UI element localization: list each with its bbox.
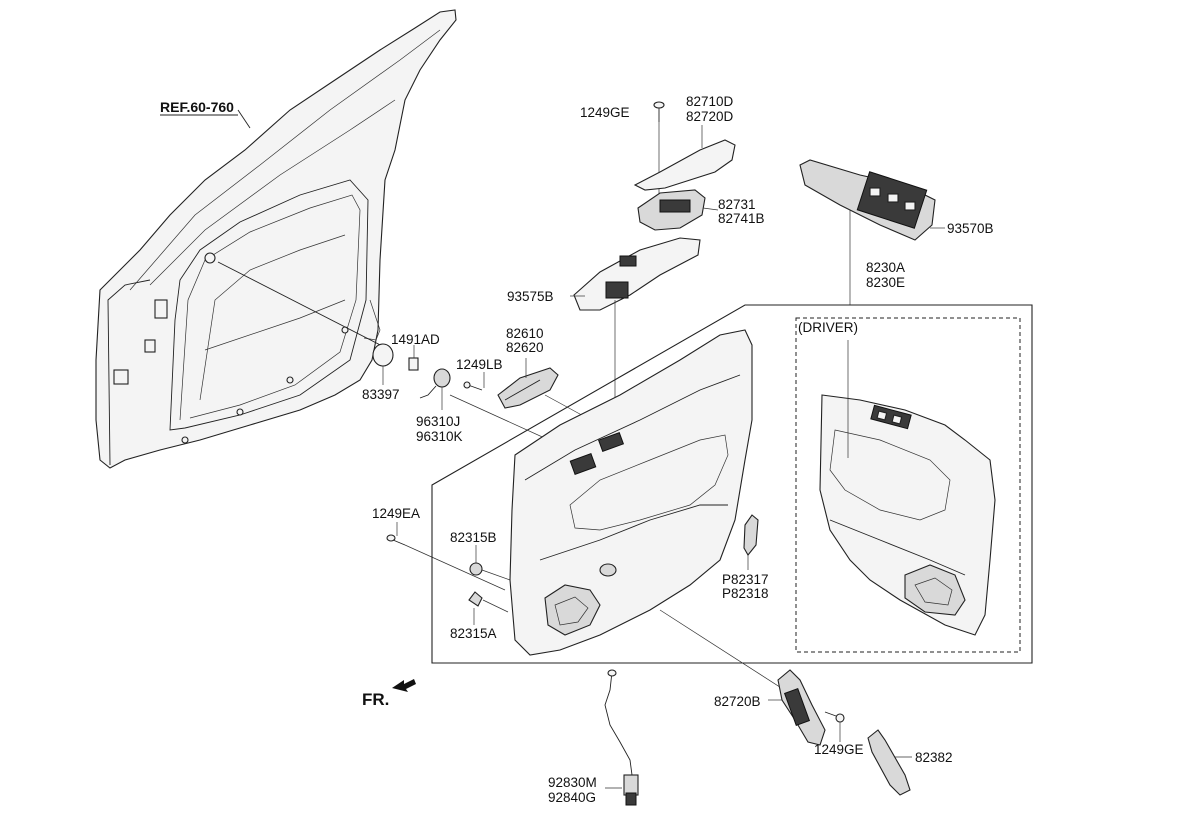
clip-82315A (468, 591, 483, 607)
switch-panel-82720B (777, 669, 826, 746)
part-label-96310J: 96310J (416, 414, 460, 429)
leader-line (702, 207, 719, 211)
trim-clip-P82317 (743, 514, 759, 556)
plug-83397 (372, 343, 394, 367)
part-label-82741B: 82741B (718, 211, 765, 226)
part-label-93570B: 93570B (947, 221, 994, 236)
part-label-82610: 82610 (506, 326, 544, 341)
part-label-96310K: 96310K (416, 429, 463, 444)
window-switch-93570B (799, 159, 936, 241)
part-label-82382: 82382 (915, 750, 953, 765)
leader-line (481, 569, 511, 581)
part-label-82315A: 82315A (450, 626, 497, 641)
part-label-92840G: 92840G (548, 790, 596, 805)
part-label-83397: 83397 (362, 387, 400, 402)
armrest-cover-82710D (633, 139, 736, 191)
part-label-93575B: 93575B (507, 289, 554, 304)
switch-housing-82731 (637, 189, 706, 231)
leader-line (659, 609, 801, 701)
part-label-82710D: 82710D (686, 94, 734, 109)
part-label-82720B: 82720B (714, 694, 761, 709)
garnish-82382 (867, 729, 911, 796)
door-trim-panel-driver (819, 394, 996, 636)
driver-label: (DRIVER) (798, 320, 858, 335)
leader-line (404, 544, 506, 591)
part-label-1491AD: 1491AD (391, 332, 440, 347)
screw-1249LB (463, 381, 483, 391)
screw-1249GE-bottom (824, 711, 845, 723)
tweeter-96310J (419, 368, 451, 399)
leader-line (217, 261, 391, 351)
part-label-92830M: 92830M (548, 775, 597, 790)
part-label-82315B: 82315B (450, 530, 497, 545)
part-label-8230A: 8230A (866, 260, 905, 275)
part-label-1249GE-top: 1249GE (580, 105, 630, 120)
driver-variant-box (795, 317, 1021, 653)
screw-1249GE-top (653, 101, 665, 122)
door-trim-panel (509, 329, 753, 656)
front-marker: FR. (362, 690, 389, 709)
part-label-P82317: P82317 (722, 572, 769, 587)
part-label-P82318: P82318 (722, 586, 769, 601)
door-frame (95, 9, 457, 469)
part-label-1249EA: 1249EA (372, 506, 420, 521)
part-label-82731: 82731 (718, 197, 756, 212)
front-direction-arrow-icon (392, 679, 416, 692)
inside-handle-82610 (497, 367, 559, 409)
clip-82315B (469, 562, 483, 576)
clip-1491AD (408, 357, 419, 371)
part-label-82620: 82620 (506, 340, 544, 355)
leader-line (482, 599, 509, 613)
wiring-harness-92830M (604, 669, 639, 806)
part-label-1249GE-bottom: 1249GE (814, 742, 864, 757)
part-label-1249LB: 1249LB (456, 357, 503, 372)
ref-arrow-line (237, 109, 251, 129)
part-label-82720D: 82720D (686, 109, 734, 124)
screw-1249EA (386, 534, 406, 546)
part-label-8230E: 8230E (866, 275, 905, 290)
switch-panel-93575B (573, 237, 701, 311)
reference-label: REF.60-760 (160, 99, 234, 115)
assembly-box (431, 304, 1033, 664)
